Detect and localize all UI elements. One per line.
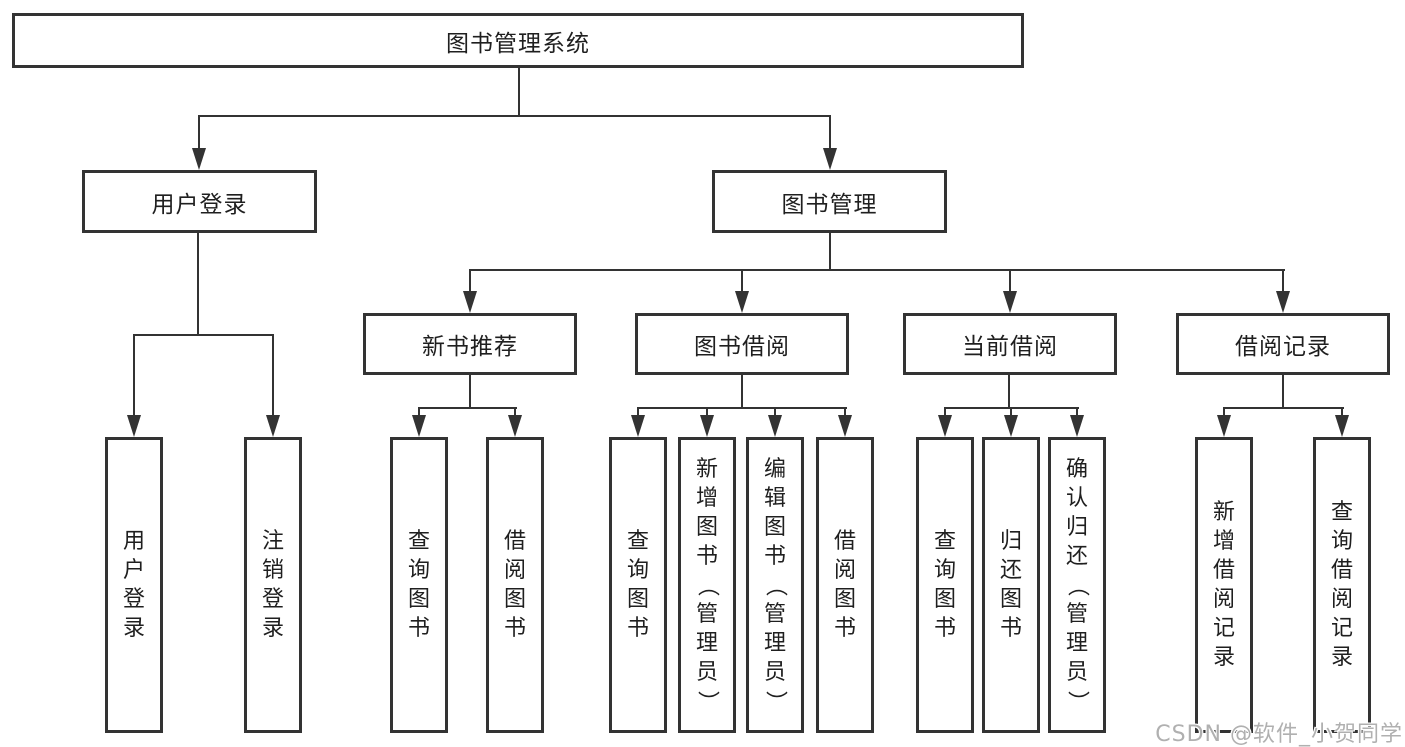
connector-leaf-line [706, 407, 708, 419]
connector-leaf-line [944, 407, 946, 419]
leaf-query-borrow-record-label: 查询借阅记录 [1330, 500, 1353, 670]
node-new-book-rec: 新书推荐 [363, 313, 577, 375]
connector-to-leaf-logout [272, 334, 274, 417]
leaf-query-borrow-record: 查询借阅记录 [1313, 437, 1371, 733]
leaf-logout-label: 注销登录 [261, 529, 284, 641]
leaf-query-books-3-label: 查询图书 [933, 529, 956, 641]
connector-leaf-line [844, 407, 846, 419]
connector-leaf-line [418, 407, 420, 419]
node-user-login-label: 用户登录 [151, 191, 248, 218]
csdn-watermark: CSDN @软件_小贺同学 [1155, 722, 1403, 747]
node-borrow-records-label: 借阅记录 [1235, 334, 1331, 360]
leaf-query-books-3: 查询图书 [916, 437, 974, 733]
node-borrow-records: 借阅记录 [1176, 313, 1390, 375]
connector-leaf-line [1341, 407, 1343, 419]
connector-borrow-records-rail [1223, 407, 1344, 409]
connector-book-borrow-rail [637, 407, 847, 409]
arrow-down-icon [1335, 415, 1349, 437]
connector-new-book-stem [469, 375, 471, 409]
arrow-down-icon [192, 148, 206, 170]
node-book-mgmt: 图书管理 [712, 170, 947, 233]
node-book-borrow-label: 图书借阅 [694, 334, 790, 360]
leaf-borrow-books-1: 借阅图书 [486, 437, 544, 733]
leaf-add-borrow-record: 新增借阅记录 [1195, 437, 1253, 733]
connector-to-new-book [469, 269, 471, 295]
connector-root-stem [518, 68, 520, 117]
connector-new-book-rail [418, 407, 517, 409]
leaf-query-books-1-label: 查询图书 [407, 529, 430, 641]
leaf-edit-books-admin: 编辑图书（管理员） [746, 437, 804, 733]
arrow-down-icon [1217, 415, 1231, 437]
connector-user-login-rail [133, 334, 274, 336]
arrow-down-icon [463, 291, 477, 313]
leaf-borrow-books-2-label: 借阅图书 [833, 529, 856, 641]
leaf-add-books-admin: 新增图书（管理员） [678, 437, 736, 733]
arrow-down-icon [768, 415, 782, 437]
arrow-down-icon [631, 415, 645, 437]
arrow-down-icon [412, 415, 426, 437]
connector-book-mgmt-stem [829, 233, 831, 271]
leaf-query-books-2-label: 查询图书 [626, 529, 649, 641]
connector-user-login-stem [197, 233, 199, 336]
leaf-return-books: 归还图书 [982, 437, 1040, 733]
leaf-add-borrow-record-label: 新增借阅记录 [1212, 500, 1235, 670]
arrow-down-icon [735, 291, 749, 313]
node-book-borrow: 图书借阅 [635, 313, 849, 375]
arrow-down-icon [1003, 291, 1017, 313]
arrow-down-icon [823, 148, 837, 170]
arrow-down-icon [1004, 415, 1018, 437]
leaf-borrow-books-1-label: 借阅图书 [503, 529, 526, 641]
leaf-logout: 注销登录 [244, 437, 302, 733]
connector-to-leaf-user-login [133, 334, 135, 417]
connector-book-mgmt-rail [469, 269, 1285, 271]
node-root-library-system: 图书管理系统 [12, 13, 1024, 68]
connector-to-borrow-records [1282, 269, 1284, 295]
leaf-confirm-return-admin-label: 确认归还（管理员） [1064, 456, 1090, 713]
node-root-label: 图书管理系统 [446, 30, 590, 57]
arrow-down-icon [838, 415, 852, 437]
connector-root-to-book-mgmt [829, 115, 831, 150]
connector-to-current-borrow [1009, 269, 1011, 295]
node-current-borrow-label: 当前借阅 [962, 334, 1058, 360]
leaf-confirm-return-admin: 确认归还（管理员） [1048, 437, 1106, 733]
arrow-down-icon [508, 415, 522, 437]
leaf-query-books-2: 查询图书 [609, 437, 667, 733]
arrow-down-icon [127, 415, 141, 437]
leaf-edit-books-admin-label: 编辑图书（管理员） [762, 456, 788, 713]
connector-leaf-line [1076, 407, 1078, 419]
connector-book-borrow-stem [741, 375, 743, 409]
connector-leaf-line [1010, 407, 1012, 419]
node-new-book-rec-label: 新书推荐 [422, 334, 518, 360]
connector-leaf-line [514, 407, 516, 419]
connector-to-book-borrow [741, 269, 743, 295]
connector-leaf-line [774, 407, 776, 419]
leaf-user-login-label: 用户登录 [122, 529, 145, 641]
node-current-borrow: 当前借阅 [903, 313, 1117, 375]
arrow-down-icon [938, 415, 952, 437]
arrow-down-icon [1276, 291, 1290, 313]
arrow-down-icon [1070, 415, 1084, 437]
connector-borrow-records-stem [1282, 375, 1284, 409]
leaf-add-books-admin-label: 新增图书（管理员） [694, 456, 720, 713]
node-book-mgmt-label: 图书管理 [781, 191, 878, 218]
connector-root-to-user-login [198, 115, 200, 150]
leaf-user-login: 用户登录 [105, 437, 163, 733]
connector-leaf-line [637, 407, 639, 419]
leaf-return-books-label: 归还图书 [999, 529, 1022, 641]
arrow-down-icon [266, 415, 280, 437]
leaf-query-books-1: 查询图书 [390, 437, 448, 733]
leaf-borrow-books-2: 借阅图书 [816, 437, 874, 733]
connector-leaf-line [1223, 407, 1225, 419]
node-user-login: 用户登录 [82, 170, 317, 233]
connector-root-rail [198, 115, 831, 117]
arrow-down-icon [700, 415, 714, 437]
connector-current-borrow-stem [1008, 375, 1010, 409]
